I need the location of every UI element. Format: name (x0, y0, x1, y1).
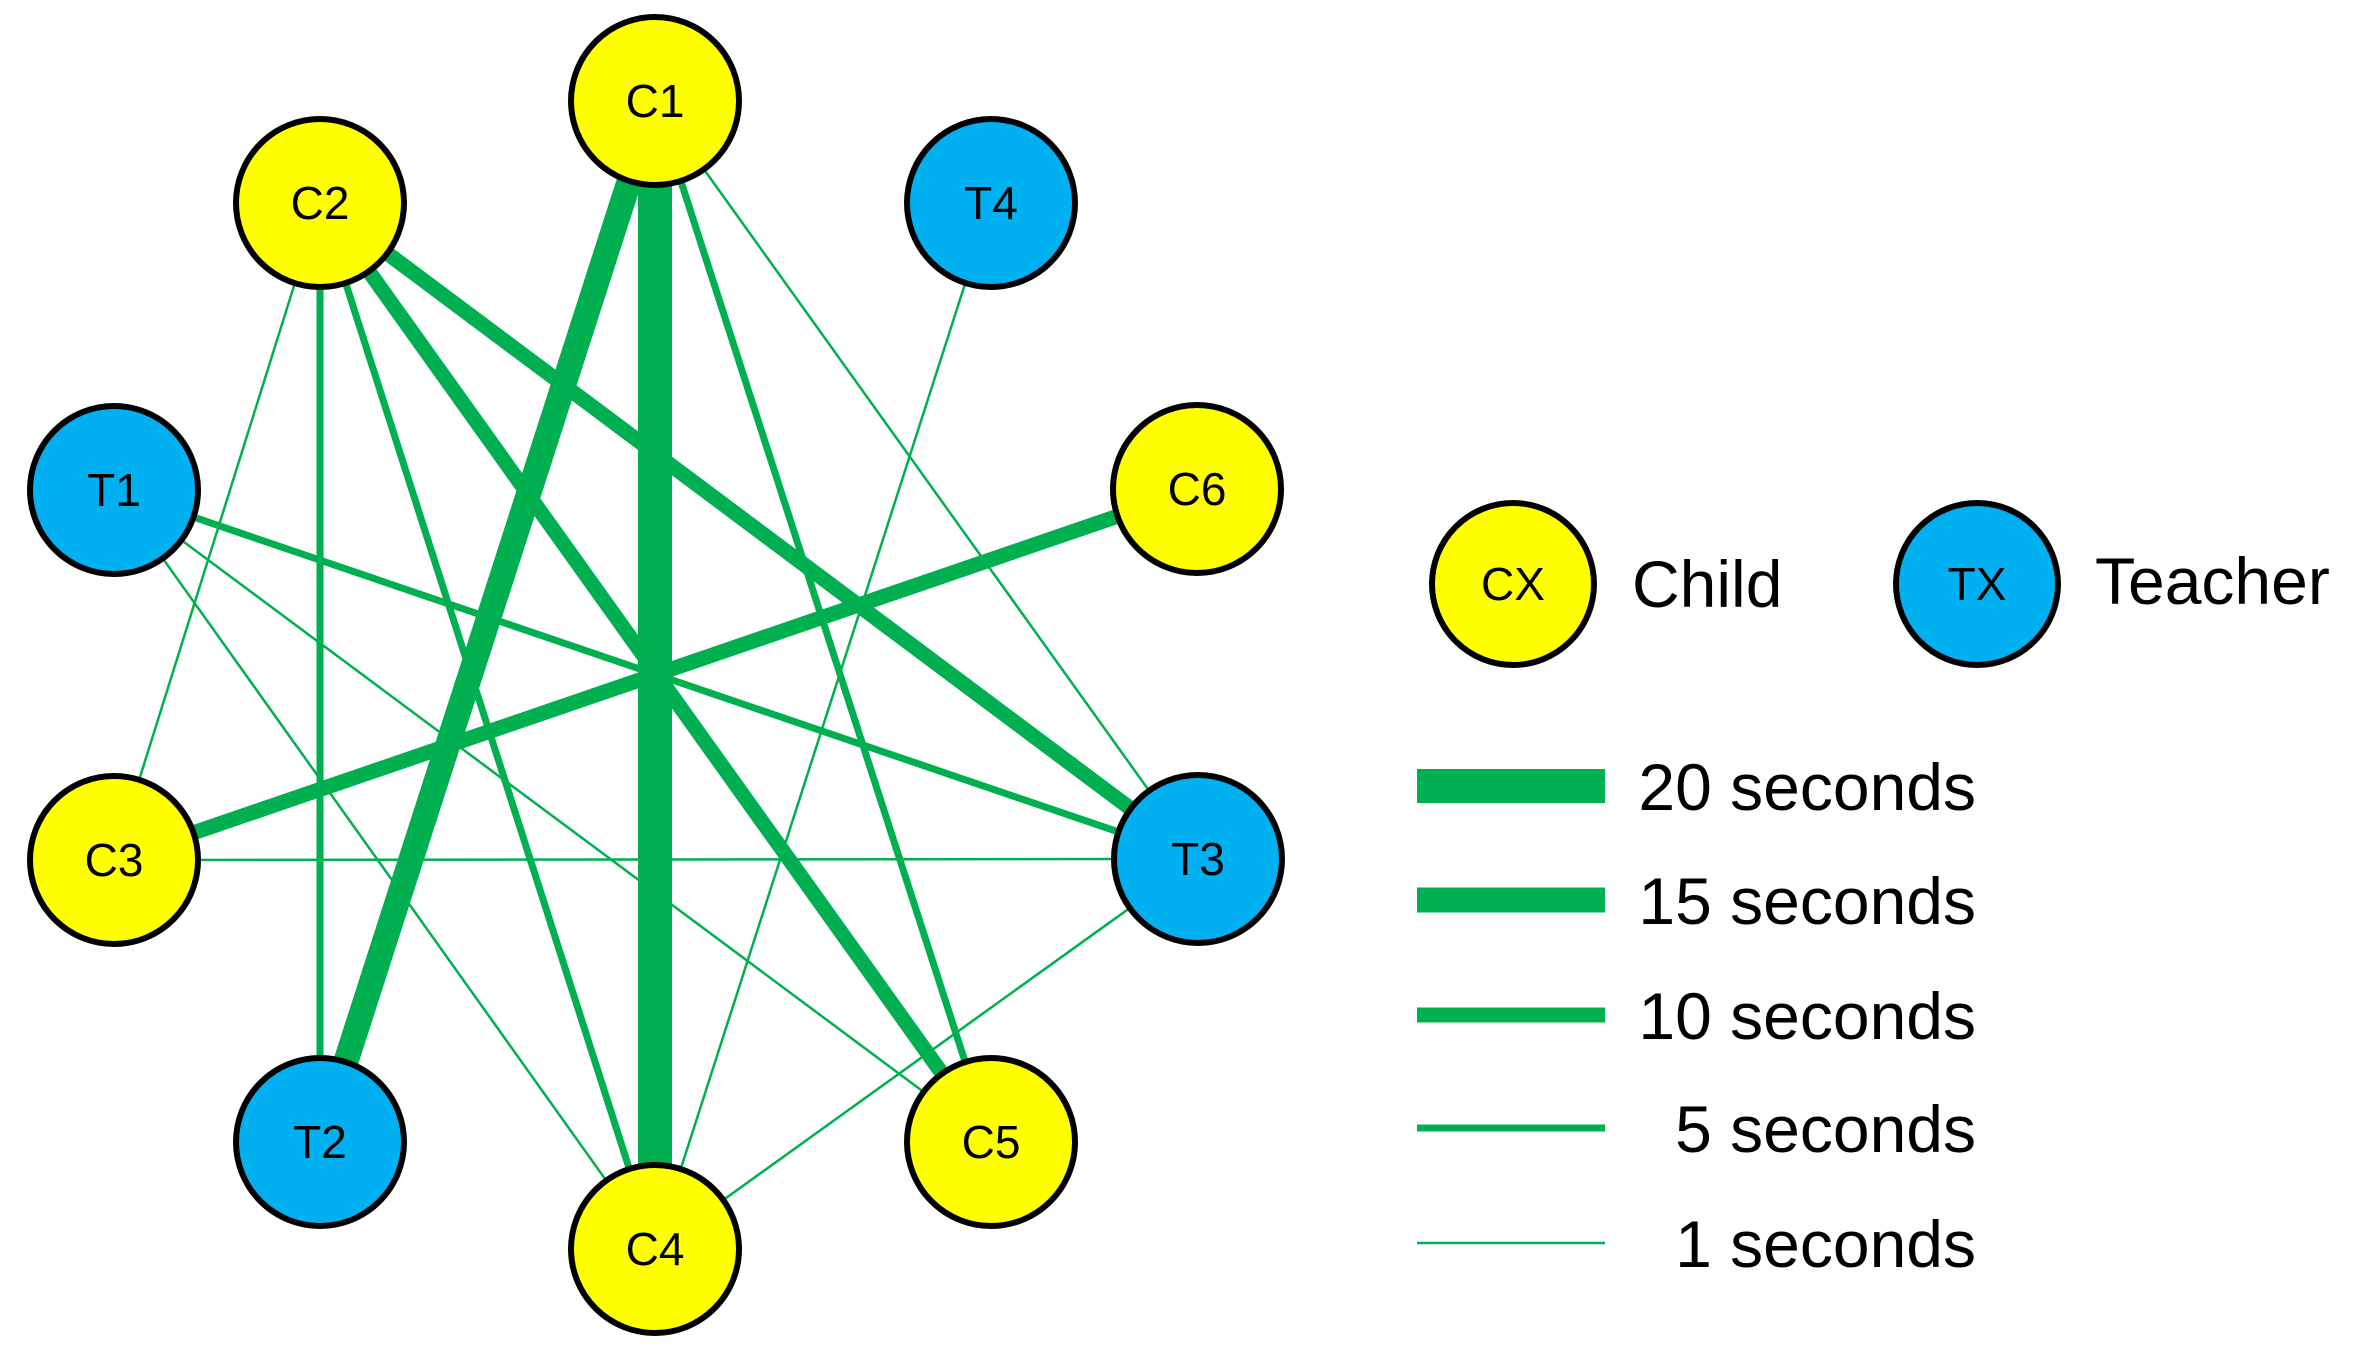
edge-c3-t3 (113, 857, 1199, 862)
node-c5: C5 (904, 1055, 1078, 1229)
node-c2-label: C2 (291, 177, 350, 229)
node-c2-circle (233, 116, 407, 290)
node-c4-circle (568, 1162, 742, 1336)
node-c1: C1 (568, 14, 742, 188)
node-t1-circle (27, 403, 201, 577)
node-t1: T1 (27, 403, 201, 577)
node-t3-label: T3 (1171, 833, 1225, 885)
node-t4: T4 (904, 116, 1078, 290)
node-c3: C3 (27, 773, 201, 947)
node-c6: C6 (1110, 402, 1284, 576)
node-t3-circle (1111, 772, 1285, 946)
legend-child-key: CX Child (1429, 500, 1782, 668)
legend: CX Child TX Teacher 20 seconds 15 second… (1417, 500, 2330, 1281)
node-t3: T3 (1111, 772, 1285, 946)
node-t2-label: T2 (293, 1116, 347, 1168)
legend-label-1-seconds: 1 seconds (1675, 1207, 1976, 1281)
node-t4-label: T4 (964, 177, 1018, 229)
node-c1-circle (568, 14, 742, 188)
edge-c2-t3 (315, 196, 1203, 866)
legend-label-15-seconds: 15 seconds (1638, 864, 1976, 938)
node-t2: T2 (233, 1055, 407, 1229)
legend-label-5-seconds: 5 seconds (1675, 1092, 1976, 1166)
node-t1-label: T1 (87, 464, 141, 516)
node-c6-label: C6 (1168, 463, 1227, 515)
node-c6-circle (1110, 402, 1284, 576)
edge-c1-t3 (653, 100, 1200, 860)
edge-t1-c4 (112, 489, 657, 1250)
legend-label-10-seconds: 10 seconds (1638, 979, 1976, 1053)
node-c3-circle (27, 773, 201, 947)
legend-child-swatch (1429, 500, 1597, 668)
edge-t1-t3 (112, 486, 1200, 863)
legend-edge-key: 20 seconds 15 seconds 10 seconds 5 secon… (1417, 750, 1976, 1281)
node-c4: C4 (568, 1162, 742, 1336)
legend-child-label: Child (1632, 547, 1782, 621)
node-c4-label: C4 (626, 1223, 685, 1275)
node-c1-label: C1 (626, 75, 685, 127)
legend-teacher-label: Teacher (2095, 544, 2330, 618)
legend-teacher-key: TX Teacher (1893, 500, 2330, 668)
edge-c2-c3 (112, 202, 322, 861)
node-t4-circle (904, 116, 1078, 290)
edge-t1-c5 (113, 488, 992, 1144)
edges-layer (111, 97, 1203, 1251)
legend-teacher-swatch (1893, 500, 2061, 668)
legend-label-20-seconds: 20 seconds (1638, 750, 1976, 824)
legend-child-symbol: CX (1481, 558, 1545, 610)
node-c5-label: C5 (962, 1116, 1021, 1168)
node-c2: C2 (233, 116, 407, 290)
legend-teacher-symbol: TX (1948, 558, 2007, 610)
edge-t3-c4 (654, 857, 1199, 1251)
node-c3-label: C3 (85, 834, 144, 886)
node-c5-circle (904, 1055, 1078, 1229)
edge-t4-c4 (653, 202, 993, 1250)
edge-c1-t2 (308, 97, 667, 1146)
node-t2-circle (233, 1055, 407, 1229)
